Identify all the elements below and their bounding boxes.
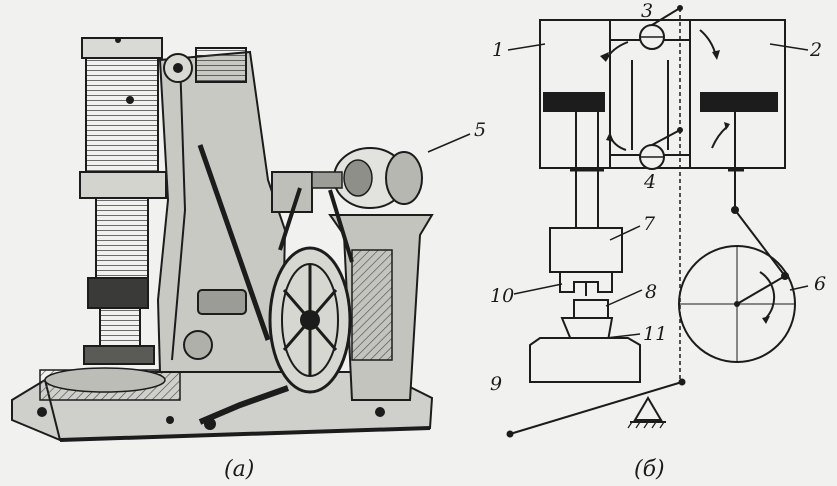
valve-lower	[639, 127, 683, 170]
label-8: 8	[645, 281, 657, 303]
label-3: 3	[641, 0, 653, 22]
flywheel	[268, 187, 354, 394]
hammer-illustration	[11, 37, 434, 442]
label-11: 11	[643, 323, 667, 345]
label-9: 9	[490, 373, 502, 395]
motor-pedestal	[328, 214, 434, 401]
label-5: 5	[474, 119, 486, 141]
label-leaders	[427, 43, 809, 339]
control-lever	[506, 378, 686, 438]
foot-pedal	[198, 385, 290, 430]
piston-right	[700, 92, 778, 112]
electric-motor	[271, 147, 423, 213]
anvil	[529, 337, 641, 383]
air-flow-arrows	[600, 29, 730, 151]
caption-b: (б)	[634, 457, 665, 482]
label-1: 1	[492, 39, 504, 61]
crank-mechanism	[678, 206, 796, 363]
working-cylinder	[79, 37, 167, 365]
ram	[549, 227, 623, 273]
caption-a: (a)	[224, 457, 254, 482]
hammer-frame	[156, 47, 287, 373]
working-cylinder-outline	[689, 19, 786, 169]
label-2: 2	[809, 39, 822, 61]
label-10: 10	[490, 285, 514, 307]
workpiece	[573, 299, 609, 319]
label-6: 6	[814, 273, 826, 295]
valve-upper	[639, 5, 683, 50]
hammer-schematic	[427, 5, 809, 438]
base-plate	[11, 367, 434, 442]
piston-left	[543, 92, 605, 112]
label-4: 4	[643, 171, 656, 193]
label-7: 7	[643, 213, 656, 235]
